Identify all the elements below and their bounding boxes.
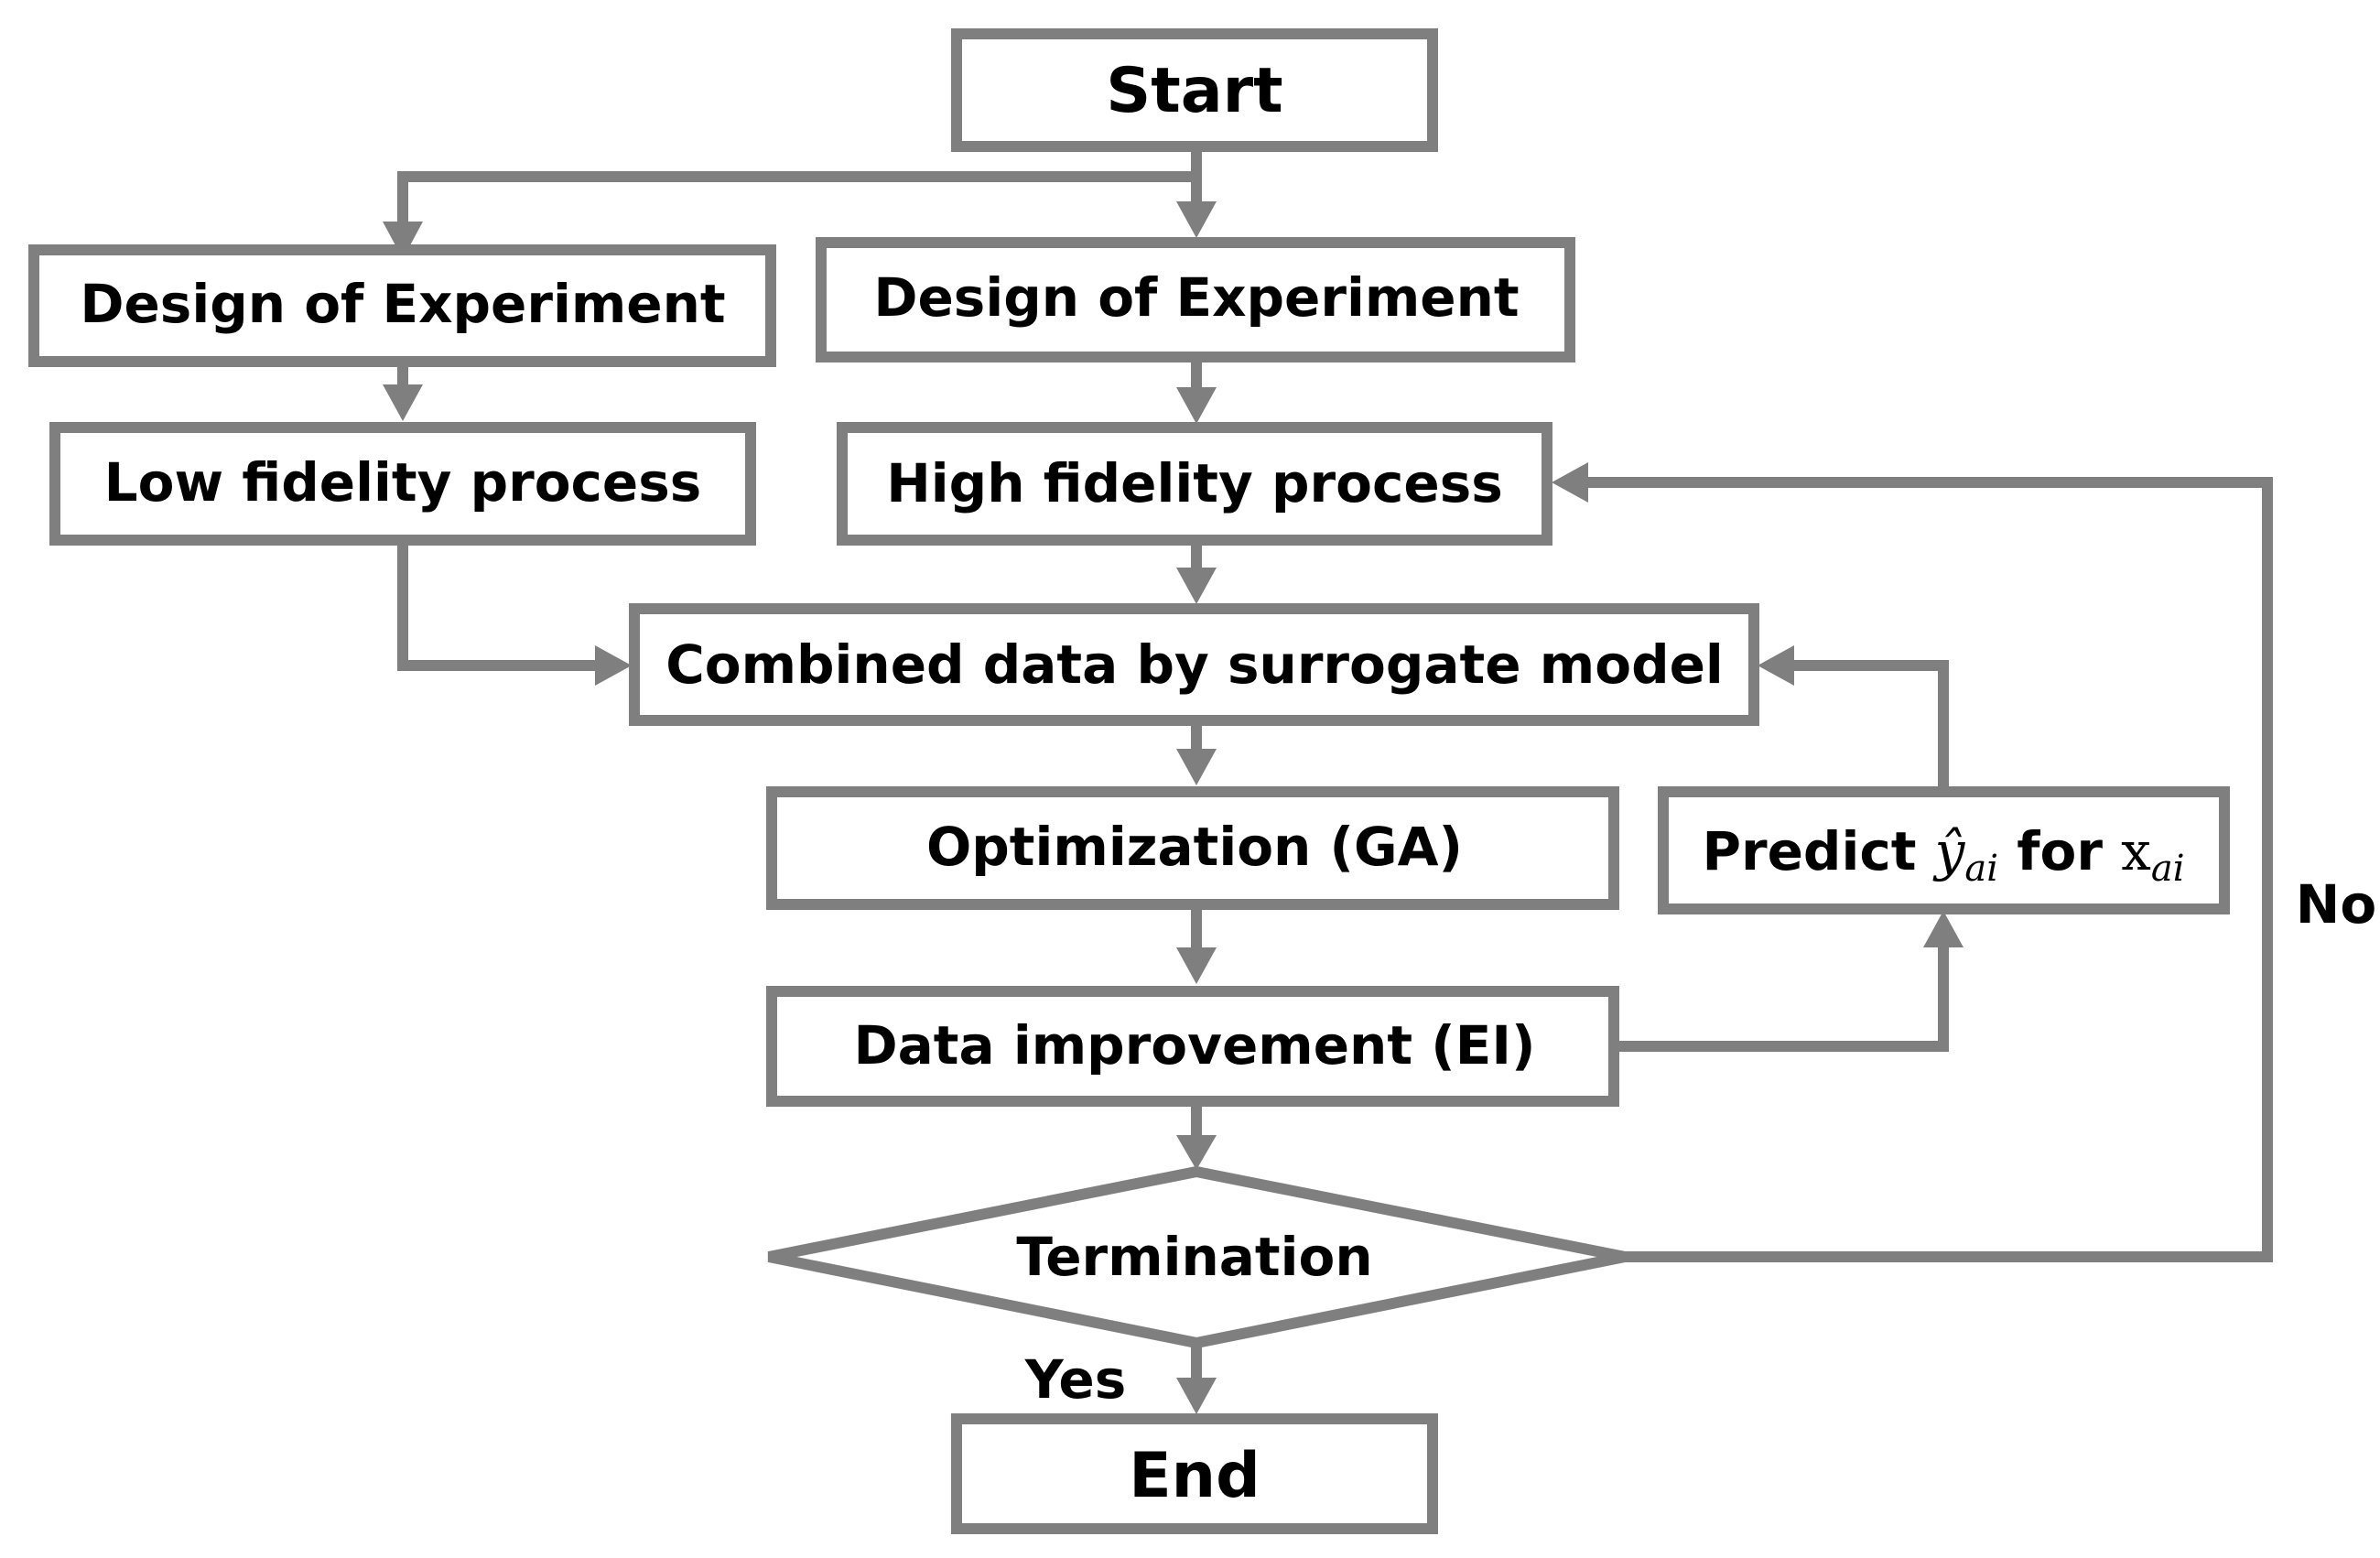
node-doe-left: Design of Experiment	[28, 244, 776, 367]
optimization-label: Optimization (GA)	[926, 816, 1463, 878]
node-termination: Termination	[767, 1165, 1627, 1349]
connectors	[383, 146, 2273, 1414]
predict-middle: for	[1998, 820, 2121, 882]
start-label: Start	[1106, 55, 1282, 127]
arrowhead-end	[1176, 1378, 1217, 1414]
high-fidelity-label: High fidelity process	[886, 452, 1503, 514]
arrowhead-improvement	[1176, 947, 1217, 984]
predict-x-subscript: ai	[2151, 848, 2185, 890]
predict-y-subscript: ai	[1964, 848, 1998, 890]
node-data-improvement: Data improvement (EI)	[766, 986, 1619, 1107]
low-fidelity-label: Low fidelity process	[104, 451, 702, 514]
predict-y-hat-symbol: ŷ	[1932, 820, 1966, 882]
arrowhead-termination	[1176, 1135, 1217, 1170]
connector-start-to-doe-left	[397, 146, 1202, 222]
doe-left-label: Design of Experiment	[80, 273, 725, 335]
arrowhead-doe-right	[1176, 201, 1217, 238]
arrowhead-combined-top	[1176, 568, 1217, 604]
arrowhead-high-right	[1552, 462, 1588, 503]
connector-low-to-combined	[397, 540, 595, 671]
predict-label: Predict ŷai for xai	[1702, 820, 2184, 890]
arrowhead-predict	[1923, 911, 1964, 947]
node-end: End	[951, 1413, 1438, 1534]
edge-label-no: No	[2296, 873, 2376, 936]
arrowhead-doe-left	[383, 222, 423, 259]
termination-diamond	[767, 1165, 1627, 1349]
arrowhead-low	[383, 384, 423, 421]
node-start: Start	[951, 28, 1438, 152]
connector-improvement-to-predict	[1616, 947, 1949, 1052]
end-label: End	[1129, 1440, 1260, 1512]
connector-predict-to-combined	[1794, 660, 1949, 790]
edge-label-yes: Yes	[1024, 1348, 1127, 1411]
data-improvement-label: Data improvement (EI)	[854, 1014, 1536, 1077]
predict-prefix: Predict	[1702, 820, 1934, 882]
arrowhead-combined-right	[1758, 645, 1794, 686]
node-high-fidelity: High fidelity process	[837, 422, 1552, 546]
predict-x-symbol: x	[2121, 820, 2151, 882]
node-doe-right: Design of Experiment	[816, 237, 1575, 362]
connector-termination-no-loop	[1588, 477, 2273, 1262]
node-optimization: Optimization (GA)	[766, 786, 1619, 910]
node-combined: Combined data by surrogate model	[629, 603, 1759, 726]
arrowhead-high	[1176, 387, 1217, 424]
node-predict: Predict ŷai for xai	[1658, 786, 2230, 914]
termination-label: Termination	[1016, 1226, 1372, 1288]
doe-right-label: Design of Experiment	[873, 266, 1519, 329]
arrowhead-combined-left	[595, 645, 632, 686]
arrowhead-optimization	[1176, 749, 1217, 785]
node-low-fidelity: Low fidelity process	[49, 422, 756, 546]
combined-label: Combined data by surrogate model	[665, 633, 1724, 696]
